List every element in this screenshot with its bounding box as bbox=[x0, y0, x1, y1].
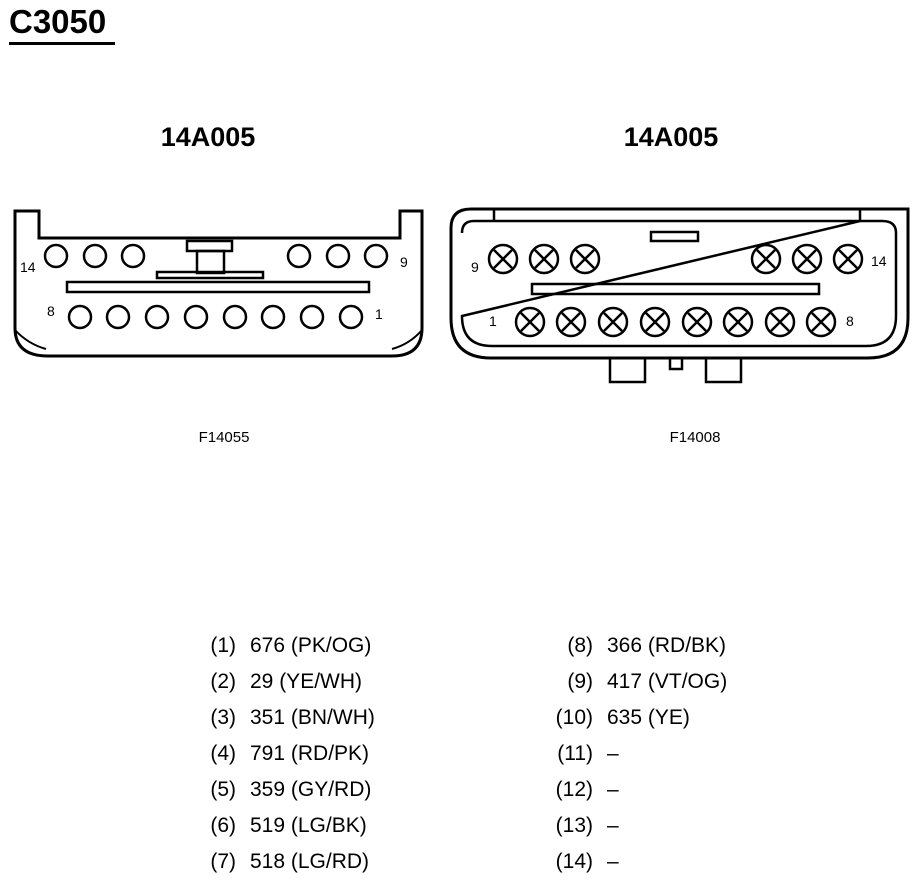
pinout-row: (7) 518 (LG/RD) bbox=[196, 844, 375, 880]
right-pin-numbers: 9 14 1 8 bbox=[471, 253, 887, 329]
pin-number: (3) bbox=[210, 706, 236, 729]
left-pin-12 bbox=[120, 243, 146, 269]
pin-number: (13) bbox=[555, 814, 593, 837]
right-pin-label-bottom-left: 1 bbox=[489, 313, 497, 329]
right-pin-9 bbox=[487, 243, 519, 275]
right-figure-id: F14008 bbox=[669, 429, 721, 446]
pinout-row: (2) 29 (YE/WH) bbox=[196, 664, 375, 700]
pinout-row: (14)– bbox=[548, 844, 727, 880]
left-pin-9 bbox=[363, 243, 389, 269]
pinout-row: (11)– bbox=[548, 736, 727, 772]
right-pin-terminals bbox=[487, 243, 864, 338]
left-pin-numbers: 14 9 8 1 bbox=[20, 254, 408, 322]
pin-number: (2) bbox=[210, 670, 236, 693]
right-pin-7 bbox=[764, 306, 796, 338]
title-underline bbox=[9, 42, 115, 45]
pin-number: (4) bbox=[210, 742, 236, 765]
left-pin-7 bbox=[105, 304, 131, 330]
right-pin-11 bbox=[569, 243, 601, 275]
right-connector-face bbox=[449, 207, 910, 360]
left-connector-face bbox=[13, 209, 424, 358]
left-pin-label-bottom-left: 8 bbox=[47, 303, 55, 319]
right-pin-3 bbox=[597, 306, 629, 338]
pin-number: (14) bbox=[555, 850, 593, 873]
right-pin-label-top-left: 9 bbox=[471, 259, 479, 275]
right-connector-title: 14A005 bbox=[623, 122, 719, 152]
pinout-row: (6) 519 (LG/BK) bbox=[196, 808, 375, 844]
wire-circuit: – bbox=[607, 850, 619, 873]
right-pin-13 bbox=[791, 243, 823, 275]
connector-id-title: C3050 bbox=[9, 3, 107, 40]
right-pin-12 bbox=[750, 243, 782, 275]
pinout-row: (4) 791 (RD/PK) bbox=[196, 736, 375, 772]
wire-circuit: 359 (GY/RD) bbox=[250, 778, 372, 801]
pin-number: (5) bbox=[210, 778, 236, 801]
right-pin-label-bottom-right: 8 bbox=[846, 313, 854, 329]
pinout-row: (3) 351 (BN/WH) bbox=[196, 700, 375, 736]
wire-circuit: 417 (VT/OG) bbox=[607, 670, 728, 693]
wire-circuit: 791 (RD/PK) bbox=[250, 742, 370, 765]
left-pin-6 bbox=[144, 304, 170, 330]
left-pin-10 bbox=[325, 243, 351, 269]
left-pin-2 bbox=[299, 304, 325, 330]
wire-circuit: – bbox=[607, 778, 619, 801]
left-pin-label-top-left: 14 bbox=[20, 259, 36, 275]
left-pin-11 bbox=[286, 243, 312, 269]
left-pin-8 bbox=[67, 304, 93, 330]
wire-circuit: – bbox=[607, 742, 619, 765]
pinout-row: (12)– bbox=[548, 772, 727, 808]
right-pin-label-top-right: 14 bbox=[871, 253, 887, 269]
pinout-row: (9) 417 (VT/OG) bbox=[548, 664, 727, 700]
right-pin-1 bbox=[514, 306, 546, 338]
left-pin-cavities bbox=[43, 243, 389, 330]
wire-circuit: 519 (LG/BK) bbox=[250, 814, 367, 837]
left-pin-13 bbox=[82, 243, 108, 269]
pinout-row: (13)– bbox=[548, 808, 727, 844]
right-connector-tabs bbox=[530, 230, 821, 384]
pinout-right-column: (8) 366 (RD/BK) (9) 417 (VT/OG) (10) 635 (YE)… bbox=[548, 628, 728, 880]
left-pin-label-bottom-right: 1 bbox=[375, 306, 383, 322]
wire-circuit: 29 (YE/WH) bbox=[250, 670, 363, 693]
pin-number: (9) bbox=[567, 670, 593, 693]
left-pin-5 bbox=[183, 304, 209, 330]
wire-circuit: – bbox=[607, 814, 619, 837]
left-center-latch bbox=[65, 239, 371, 294]
left-connector-title: 14A005 bbox=[160, 122, 256, 152]
left-pin-label-top-right: 9 bbox=[400, 254, 408, 270]
left-figure-id: F14055 bbox=[198, 429, 250, 446]
left-pin-1 bbox=[338, 304, 364, 330]
right-pin-10 bbox=[528, 243, 560, 275]
right-pin-14 bbox=[832, 243, 864, 275]
right-pin-2 bbox=[555, 306, 587, 338]
right-pin-4 bbox=[639, 306, 671, 338]
right-pin-8 bbox=[805, 306, 837, 338]
right-pin-6 bbox=[722, 306, 754, 338]
wire-circuit: 351 (BN/WH) bbox=[250, 706, 375, 729]
pin-number: (6) bbox=[210, 814, 236, 837]
pin-number: (10) bbox=[555, 706, 593, 729]
pin-number: (8) bbox=[567, 634, 593, 657]
wire-circuit: 518 (LG/RD) bbox=[250, 850, 370, 873]
pin-number: (7) bbox=[210, 850, 236, 873]
pin-number: (1) bbox=[210, 634, 236, 657]
left-pin-3 bbox=[260, 304, 286, 330]
pin-number: (11) bbox=[557, 742, 593, 765]
pinout-row: (1) 676 (PK/OG) bbox=[196, 628, 375, 664]
right-pin-5 bbox=[681, 306, 713, 338]
wire-circuit: 676 (PK/OG) bbox=[250, 634, 372, 657]
pinout-row: (5) 359 (GY/RD) bbox=[196, 772, 375, 808]
pin-number: (12) bbox=[555, 778, 593, 801]
pinout-left-column: (1) 676 (PK/OG) (2) 29 (YE/WH) (3) 351 (BN/WH… bbox=[196, 628, 375, 880]
left-pin-4 bbox=[222, 304, 248, 330]
pinout-row: (8) 366 (RD/BK) bbox=[548, 628, 727, 664]
wire-circuit: 366 (RD/BK) bbox=[607, 634, 727, 657]
pinout-row: (10) 635 (YE) bbox=[548, 700, 727, 736]
wire-circuit: 635 (YE) bbox=[607, 706, 690, 729]
left-pin-14 bbox=[43, 243, 69, 269]
